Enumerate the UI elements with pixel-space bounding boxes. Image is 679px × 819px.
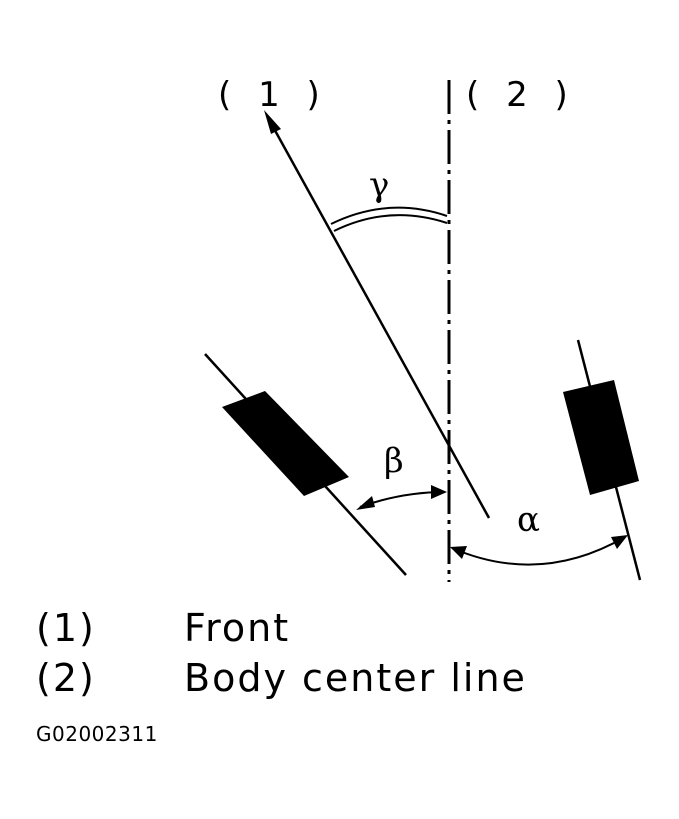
left-tire [222, 391, 349, 496]
gamma-arc-inner [333, 214, 448, 232]
legend-item-body-center-line: (2) Body center line [36, 659, 527, 697]
right-tire [563, 380, 639, 495]
beta-arrowhead-right [431, 485, 447, 499]
legend-label: Body center line [184, 656, 527, 700]
alpha-arrowhead-left [450, 546, 467, 559]
gamma-arc [330, 206, 448, 225]
callout-front: ( 1 ) [218, 75, 328, 115]
gamma-label: γ [369, 165, 389, 205]
legend-label: Front [184, 606, 291, 650]
legend-key: (2) [36, 656, 96, 700]
callout-center-line: ( 2 ) [466, 75, 576, 115]
figure-id: G02002311 [36, 722, 158, 746]
beta-label: β [384, 441, 404, 481]
legend-item-front: (1) Front [36, 609, 290, 647]
alpha-arrowhead-right [611, 535, 628, 549]
alpha-label: α [517, 500, 540, 540]
front-direction-line [270, 124, 491, 519]
beta-arrowhead-left [356, 496, 375, 510]
front-arrowhead [264, 110, 281, 134]
alpha-arc [451, 536, 626, 566]
legend-key: (1) [36, 606, 96, 650]
